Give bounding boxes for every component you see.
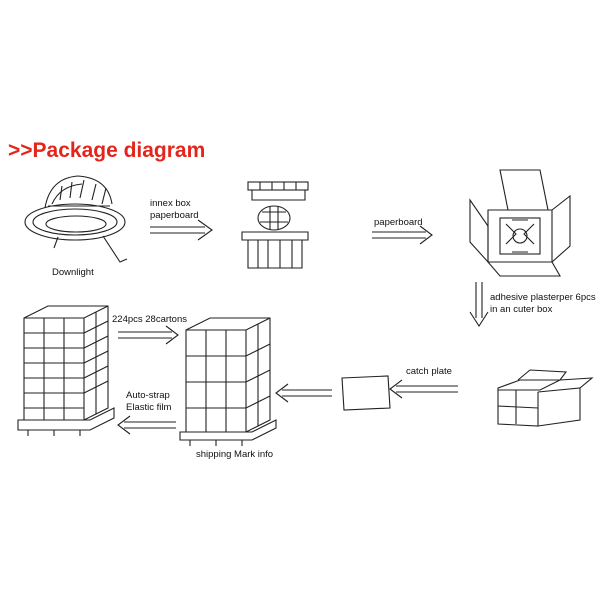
arrow-6 xyxy=(118,325,179,345)
pallet-left-illustration xyxy=(17,305,115,436)
catch-plate-illustration xyxy=(341,375,391,411)
label-inner-box-1: innex box xyxy=(150,198,191,209)
arrow-1 xyxy=(150,219,213,241)
inner-box-illustration xyxy=(241,181,309,269)
pallet-right-illustration xyxy=(179,317,277,446)
arrow-down xyxy=(469,282,489,328)
arrow-4 xyxy=(275,383,332,403)
label-outer-box-1: adhesive plasterper 6pcs xyxy=(490,292,596,303)
label-catch-plate: catch plate xyxy=(406,366,452,377)
arrow-3 xyxy=(389,379,458,399)
label-pallet-count: 224pcs 28cartons xyxy=(112,314,187,325)
downlight-illustration xyxy=(24,175,128,263)
label-strap-1: Auto-strap xyxy=(126,390,170,401)
outer-carton-illustration xyxy=(497,369,594,427)
arrow-5 xyxy=(117,415,176,435)
label-shipping: shipping Mark info xyxy=(196,449,274,460)
page-title: >>Package diagram xyxy=(8,139,206,162)
label-paperboard: paperboard xyxy=(374,217,423,228)
arrow-2 xyxy=(372,225,433,245)
open-carton-illustration xyxy=(469,169,571,277)
label-outer-box-2: in an cuter box xyxy=(490,304,553,315)
label-inner-box-2: paperboard xyxy=(150,210,199,221)
label-strap-2: Elastic film xyxy=(126,402,172,413)
label-downlight: Downlight xyxy=(52,267,94,278)
